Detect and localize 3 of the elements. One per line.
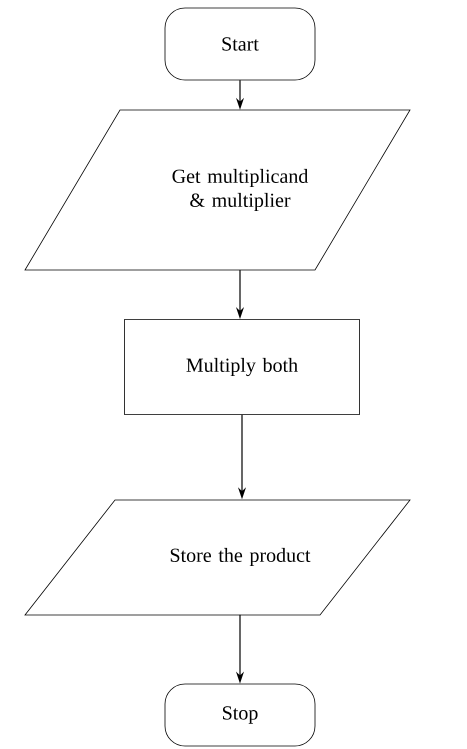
terminal-box: Start — [164, 8, 316, 80]
process-box: Multiply both — [124, 319, 360, 415]
terminal-box: Stop — [164, 684, 316, 746]
